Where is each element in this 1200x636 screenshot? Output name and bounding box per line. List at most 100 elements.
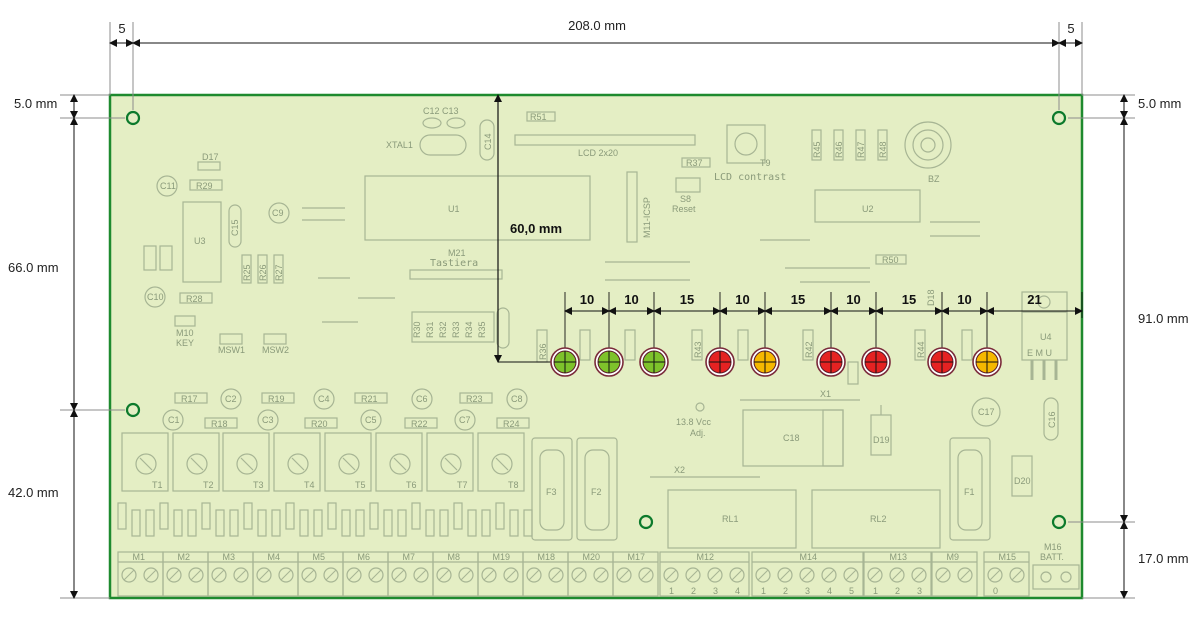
- r45-label: R45: [812, 141, 822, 158]
- tastiera-label: Tastiera: [430, 258, 478, 269]
- rl1-label: RL1: [722, 514, 739, 524]
- terminal-pin-label: 2: [691, 586, 696, 596]
- bz-label: BZ: [928, 174, 940, 184]
- c10-label: C10: [147, 292, 164, 302]
- terminal-block-9: M19: [477, 551, 524, 597]
- small-component: [383, 509, 393, 537]
- small-component: [187, 509, 197, 537]
- c9-label: C9: [272, 208, 284, 218]
- terminal-label: M3: [223, 552, 236, 562]
- small-component: [341, 509, 351, 537]
- pcb-board: [108, 93, 1084, 600]
- c1-label: C1: [168, 415, 180, 425]
- terminal-pin-label: 4: [827, 586, 832, 596]
- small-component: [439, 509, 449, 537]
- m10-label: M10: [176, 328, 194, 338]
- r22-label: R22: [411, 419, 428, 429]
- small-component: [285, 502, 295, 530]
- trimmer-5: T5: [324, 432, 372, 492]
- c7-label: C7: [459, 415, 471, 425]
- spacing-label: 10: [957, 292, 971, 307]
- r18-label: R18: [211, 419, 228, 429]
- small-component: [201, 502, 211, 530]
- u4-label: U4: [1040, 332, 1052, 342]
- small-component: [271, 509, 281, 537]
- c15-label: C15: [230, 219, 240, 236]
- c8-label: C8: [511, 394, 523, 404]
- r34-label: R34: [464, 321, 474, 338]
- c3-label: C3: [262, 415, 274, 425]
- small-component: [131, 509, 141, 537]
- r32-label: R32: [438, 321, 448, 338]
- terminal-label: M20: [583, 552, 601, 562]
- r30-label: R30: [412, 321, 422, 338]
- mount-hole-bottom-right: [1051, 514, 1067, 530]
- terminal-label: M7: [403, 552, 416, 562]
- spacing-label: 15: [902, 292, 916, 307]
- trimmer-label: T6: [406, 480, 417, 490]
- r23-label: R23: [466, 394, 483, 404]
- terminal-label: M12: [697, 552, 715, 562]
- c2-label: C2: [225, 394, 237, 404]
- terminal-pin-label: 2: [895, 586, 900, 596]
- terminal-pin-label: 0: [993, 586, 998, 596]
- dim-top-right-margin: 5: [1067, 21, 1074, 36]
- top-dimensions: 5 208.0 mm 5: [109, 18, 1083, 110]
- c14-label: C14: [483, 133, 493, 150]
- small-component: [257, 509, 267, 537]
- reset-label: Reset: [672, 204, 696, 214]
- s8-label: S8: [680, 194, 691, 204]
- small-component: [299, 509, 309, 537]
- r24-label: R24: [503, 419, 520, 429]
- spacing-label: 21: [1027, 292, 1041, 307]
- terminal-block-12: M17: [612, 551, 659, 597]
- r37-label: R37: [686, 158, 703, 168]
- mount-hole-bottom-mid: [638, 514, 654, 530]
- terminal-pin-label: 4: [735, 586, 740, 596]
- xtal-label: XTAL1: [386, 140, 413, 150]
- spacing-label: 15: [791, 292, 805, 307]
- m16-label: M16: [1044, 542, 1062, 552]
- small-component: [117, 502, 127, 530]
- trimmer-3: T3: [222, 432, 270, 492]
- c6-label: C6: [416, 394, 428, 404]
- terminal-label: M19: [493, 552, 511, 562]
- r50-label: R50: [882, 255, 899, 265]
- mount-hole-top-left: [125, 110, 141, 126]
- r43-label: R43: [693, 341, 703, 358]
- dim-60mm-label: 60,0 mm: [510, 221, 562, 236]
- icsp-label: M11-ICSP: [642, 197, 652, 238]
- terminal-label: M18: [538, 552, 556, 562]
- spacing-label: 10: [580, 292, 594, 307]
- small-component: [243, 502, 253, 530]
- c5-label: C5: [365, 415, 377, 425]
- small-component: [467, 509, 477, 537]
- terminal-label: M8: [448, 552, 461, 562]
- small-component: [229, 509, 239, 537]
- small-component: [397, 509, 407, 537]
- terminal-pin-label: 1: [873, 586, 878, 596]
- spacing-label: 10: [735, 292, 749, 307]
- batt-label: BATT.: [1040, 552, 1064, 562]
- r33-label: R33: [451, 321, 461, 338]
- small-component: [355, 509, 365, 537]
- led-green-3: [639, 347, 669, 377]
- r29-label: R29: [196, 181, 213, 191]
- trimmer-2: T2: [172, 432, 220, 492]
- mount-hole-top-right: [1051, 110, 1067, 126]
- terminal-label: M15: [999, 552, 1017, 562]
- trimmer-4: T4: [273, 432, 321, 492]
- terminal-label: M17: [628, 552, 646, 562]
- c4-label: C4: [318, 394, 330, 404]
- msw2-label: MSW2: [262, 345, 289, 355]
- mount-holes: [125, 110, 1067, 530]
- c17-label: C17: [978, 407, 995, 417]
- small-component: [327, 502, 337, 530]
- trimmer-label: T2: [203, 480, 214, 490]
- c16-label: C16: [1047, 411, 1057, 428]
- trimmer-row: R17 R19 R21 R23 R18 R20 R22 R24 C1 C2 C3…: [162, 388, 530, 431]
- trimmer-label: T3: [253, 480, 264, 490]
